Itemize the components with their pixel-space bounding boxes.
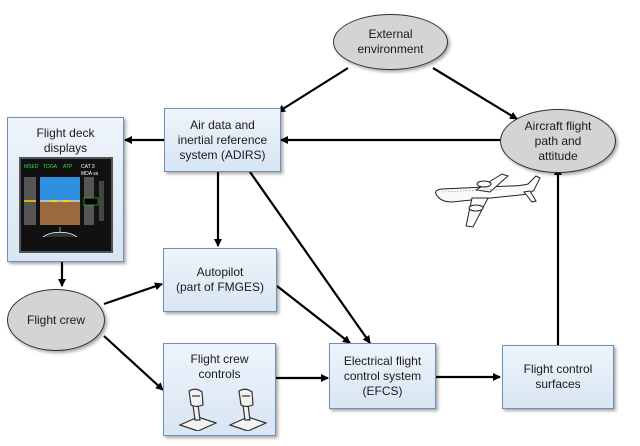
right-sidestick-icon [228,388,268,431]
arrow-crew-to-autopilot [103,282,163,306]
aircraft-flight-path-node: Aircraft flight path and attitude [500,109,616,173]
left-sidestick-icon [178,388,218,431]
pfd-cat-label: CAT 3 [81,164,95,170]
flight-crew-controls-node: Flight crew controls [163,343,276,436]
airliner-icon [435,173,541,228]
pfd-mda-label: MDA ss [81,171,99,177]
adirs-node: Air data and inertial reference system (… [164,108,281,172]
primary-flight-display-image: MSED TOGA ATP CAT 3 MDA ss [19,157,113,253]
arrow-environment-to-aircraft [432,67,518,120]
external-environment-node: External environment [333,14,448,70]
arrow-environment-to-adirs [277,67,349,113]
pfd-mode2-label: ATP [63,164,73,170]
flight-control-surfaces-node: Flight control surfaces [502,345,614,409]
flight-crew-node: Flight crew [7,289,105,351]
efcs-node: Electrical flight control system (EFCS) [329,343,436,409]
arrow-crew-to-controls [103,335,164,391]
pfd-mode1-label: TOGA [43,164,58,170]
pfd-speed-label: MSED [24,164,39,170]
arrow-adirs-to-efcs [249,171,371,344]
arrow-autopilot-to-efcs [276,285,351,344]
autopilot-node: Autopilot (part of FMGES) [163,248,277,312]
